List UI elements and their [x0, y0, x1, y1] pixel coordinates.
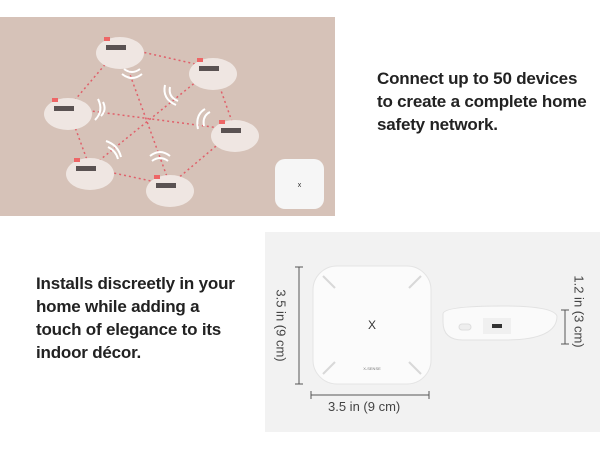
width-dimension-label: 3.5 in (9 cm): [328, 399, 401, 414]
hub-brand: X-SENSE: [363, 366, 381, 371]
dimensions-illustration: X X-SENSE 3.5 in (9 cm) 3.5 in (9 cm) 1.…: [265, 232, 600, 432]
top-caption: Connect up to 50 devices to create a com…: [377, 69, 587, 134]
depth-dimension-label: 1.2 in (3 cm): [571, 275, 587, 348]
smoke-detectors: [44, 37, 259, 207]
hub-logo-mark: X: [368, 318, 376, 332]
detector-network-graphic: x: [44, 37, 324, 209]
bottom-caption: Installs discreetly in your home while a…: [36, 274, 235, 362]
hub-dimensions-graphic: X X-SENSE: [295, 265, 569, 399]
hub-small: x: [275, 159, 324, 209]
height-dimension-label: 3.5 in (9 cm): [273, 289, 289, 362]
svg-text:x: x: [298, 182, 302, 189]
network-illustration: x: [0, 17, 335, 216]
wifi-signal-icons: [94, 68, 211, 162]
